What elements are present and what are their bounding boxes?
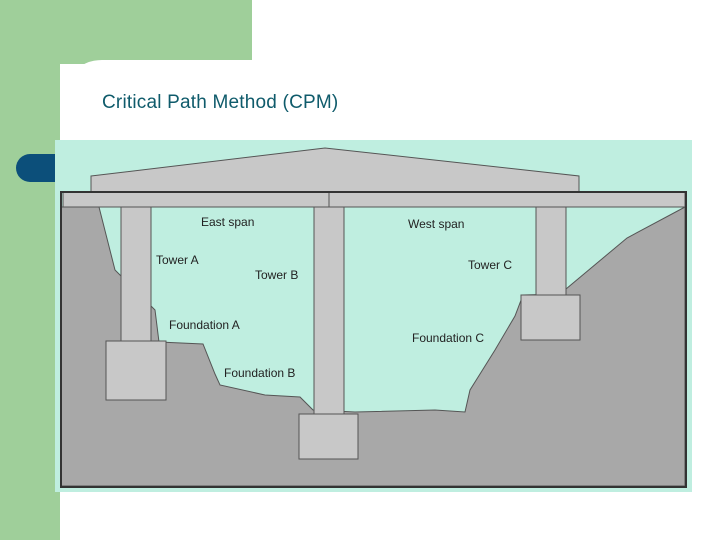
- bridge-diagram: East span West span Tower A Tower B Towe…: [55, 140, 692, 492]
- foundation-a: [105, 340, 167, 401]
- valley-ground: [60, 206, 686, 487]
- deck-beam: [62, 191, 686, 208]
- label-west-span: West span: [408, 217, 464, 231]
- label-foundation-b: Foundation B: [224, 366, 295, 380]
- label-foundation-c: Foundation C: [412, 331, 484, 345]
- diagram-frame: [60, 191, 687, 488]
- deck-roof: [90, 147, 580, 193]
- label-east-span: East span: [201, 215, 254, 229]
- slide-title: Critical Path Method (CPM): [102, 92, 339, 113]
- tower-c: [535, 206, 567, 296]
- label-tower-c: Tower C: [468, 258, 512, 272]
- decorative-green-stripe: [0, 0, 60, 540]
- label-foundation-a: Foundation A: [169, 318, 240, 332]
- label-tower-a: Tower A: [156, 253, 199, 267]
- bridge-diagram-svg: East span West span Tower A Tower B Towe…: [55, 140, 692, 492]
- foundation-c: [520, 294, 581, 341]
- label-tower-b: Tower B: [255, 268, 298, 282]
- tower-a: [120, 206, 152, 342]
- foundation-b: [298, 413, 359, 460]
- tower-b: [313, 206, 345, 415]
